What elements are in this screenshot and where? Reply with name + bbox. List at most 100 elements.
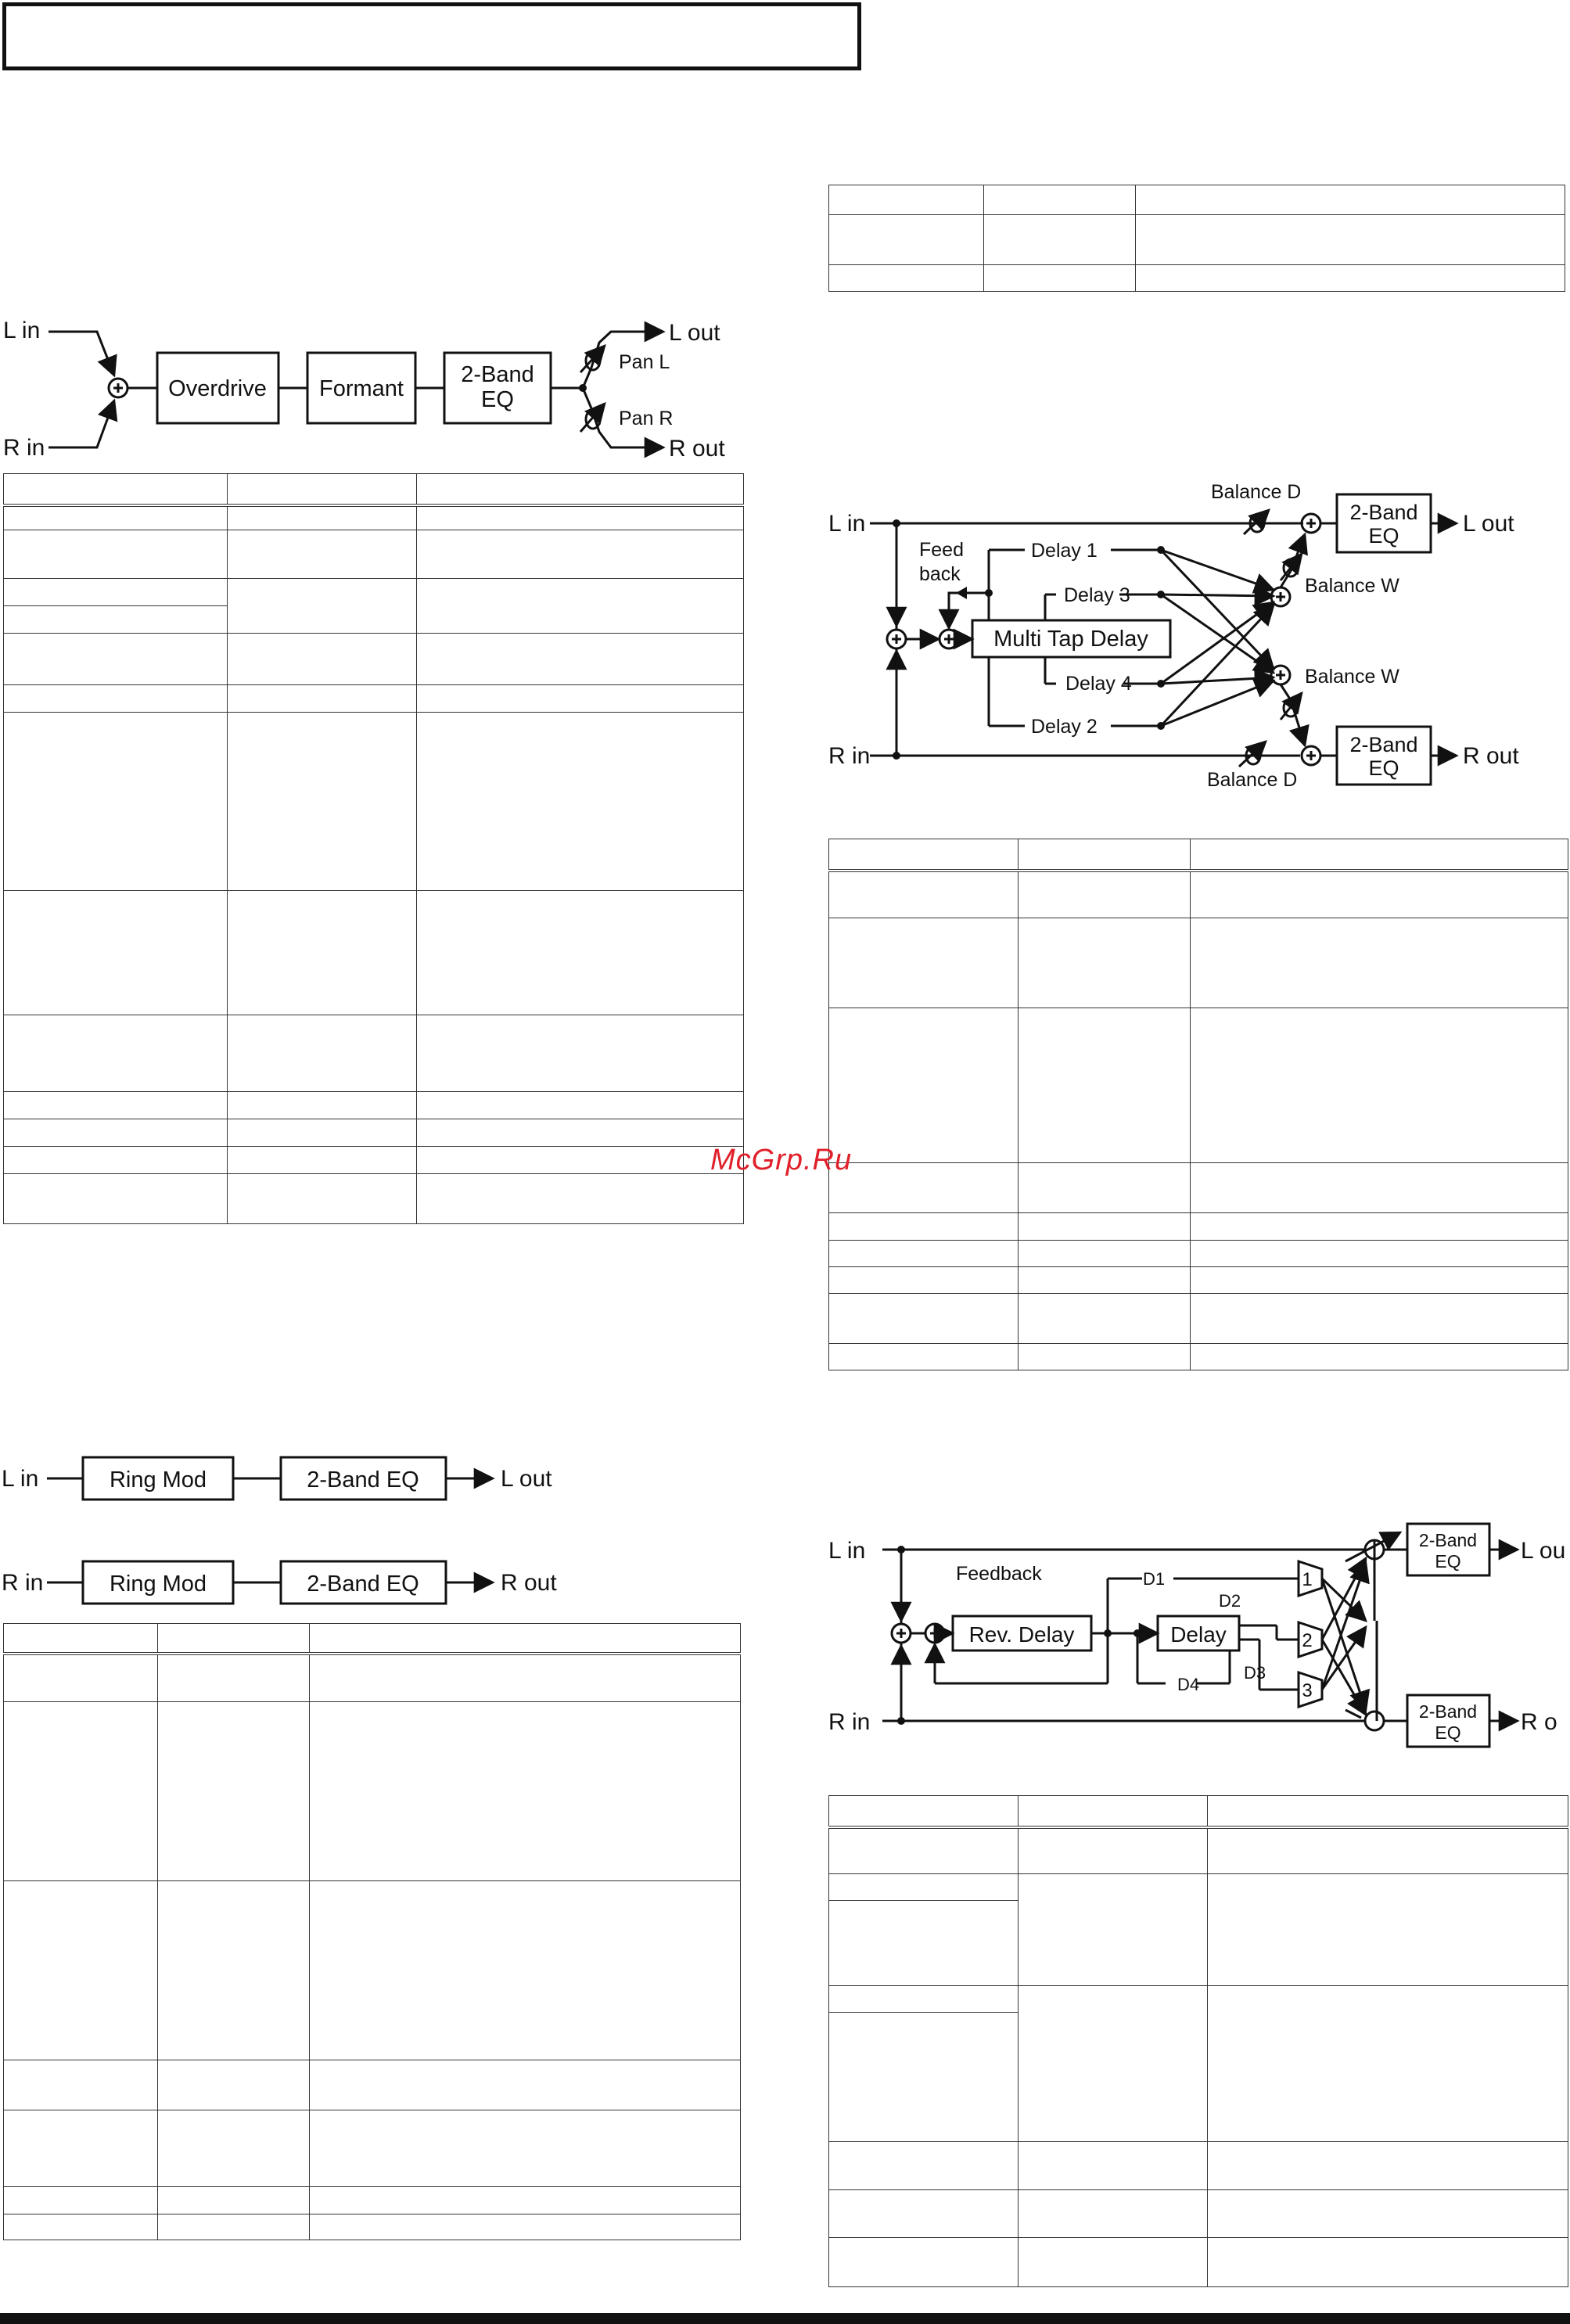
table-row xyxy=(828,214,1565,265)
diagram2-r-in-label: R in xyxy=(2,1570,43,1596)
parameter-table-top-right xyxy=(828,185,1565,292)
diagram4-feedback-label: Feedback xyxy=(956,1563,1042,1585)
diagram4-delay-block: Delay xyxy=(1170,1622,1227,1647)
diagram3-back-label: back xyxy=(919,563,961,585)
diagram1-l-out-label: L out xyxy=(669,320,720,346)
diagram4-eq-bottom-2: EQ xyxy=(1435,1722,1460,1743)
diagram1-r-in-label: R in xyxy=(3,435,45,461)
table-row xyxy=(828,1827,1568,1874)
table-row xyxy=(828,1873,1568,1986)
table-header-row xyxy=(828,839,1568,872)
table-row xyxy=(3,633,744,685)
diagram2-l-in-label: L in xyxy=(2,1466,38,1492)
diagram-overdrive-formant: L in R in Overdrive Formant 2-Band EQ Pa… xyxy=(3,318,725,462)
table-row xyxy=(3,1015,744,1092)
table-row xyxy=(3,1173,744,1224)
table-row xyxy=(828,918,1568,1008)
table-row xyxy=(3,505,744,530)
table-row xyxy=(828,1240,1568,1267)
section-header-box xyxy=(2,2,861,70)
table-row xyxy=(3,530,744,579)
table-row xyxy=(3,2110,741,2187)
table-header-row xyxy=(3,473,744,507)
diagram3-r-in-label: R in xyxy=(828,743,870,769)
table-row xyxy=(828,2012,1568,2142)
diagram2-l-out-label: L out xyxy=(501,1466,552,1492)
diagram3-delay3-label: Delay 3 xyxy=(1064,584,1130,606)
diagram4-r-out-label: R o xyxy=(1521,1709,1557,1735)
diagram4-tap1-label: 1 xyxy=(1302,1569,1312,1590)
table-header-row xyxy=(828,1795,1568,1829)
table-row xyxy=(828,1293,1568,1344)
table-header-row xyxy=(3,1623,741,1655)
diagram1-formant-block: Formant xyxy=(319,376,404,401)
diagram3-feed-label: Feed xyxy=(919,539,964,561)
table-row xyxy=(3,1653,741,1702)
table-row xyxy=(828,1343,1568,1370)
table-row xyxy=(828,1985,1568,2142)
parameter-table-2 xyxy=(3,1623,741,2240)
diagram1-overdrive-block: Overdrive xyxy=(168,376,267,401)
table-row xyxy=(3,1146,744,1174)
table-row xyxy=(3,2214,741,2240)
diagram2-eq-r: 2-Band EQ xyxy=(307,1571,419,1597)
diagram4-tap2-label: 2 xyxy=(1302,1630,1312,1651)
diagram3-r-out-label: R out xyxy=(1463,743,1519,769)
diagram-ring-mod: L in R in Ring Mod 2-Band EQ Ring Mod 2-… xyxy=(2,1456,557,1605)
diagram2-ring-mod-r: Ring Mod xyxy=(110,1571,207,1597)
table-row xyxy=(3,890,744,1015)
diagram3-eq-bottom-1: 2-Band xyxy=(1349,733,1417,756)
diagram4-l-in-label: L in xyxy=(828,1538,865,1564)
diagram3-multi-tap-block: Multi Tap Delay xyxy=(993,627,1148,652)
diagram1-pan-r-label: Pan R xyxy=(619,408,673,429)
table-row xyxy=(828,264,1565,292)
diagram1-l-in-label: L in xyxy=(3,318,40,343)
parameter-table-3 xyxy=(828,839,1568,1370)
diagram3-l-out-label: L out xyxy=(1463,511,1514,537)
diagram4-eq-top-2: EQ xyxy=(1435,1551,1460,1571)
diagram3-balance-d-top: Balance D xyxy=(1211,481,1301,503)
diagram3-l-in-label: L in xyxy=(828,511,865,537)
diagram4-d4-label: D4 xyxy=(1177,1675,1199,1694)
diagram-reverse-delay: L in R in Feedback Rev. Delay Delay D1 D… xyxy=(828,1522,1565,1748)
table-row xyxy=(828,2189,1568,2238)
diagram3-balance-d-bottom: Balance D xyxy=(1207,769,1297,791)
parameter-table-4 xyxy=(828,1795,1568,2287)
diagram3-delay2-label: Delay 2 xyxy=(1031,716,1098,738)
diagram4-tap3-label: 3 xyxy=(1302,1680,1312,1701)
diagram3-eq-top-2: EQ xyxy=(1368,524,1399,548)
diagram2-ring-mod-l: Ring Mod xyxy=(110,1467,207,1492)
table-row xyxy=(828,1266,1568,1294)
table-row xyxy=(3,712,744,891)
table-row xyxy=(828,2141,1568,2190)
table-row xyxy=(3,2186,741,2214)
table-row xyxy=(828,2237,1568,2287)
diagram1-eq-label-1: 2-Band xyxy=(461,362,534,387)
table-row xyxy=(828,870,1568,918)
table-row xyxy=(3,1119,744,1147)
table-row xyxy=(3,1701,741,1881)
table-row xyxy=(3,2060,741,2110)
diagram4-d1-label: D1 xyxy=(1143,1569,1165,1589)
diagram4-l-out-label: L ou xyxy=(1521,1538,1565,1564)
parameter-table-1 xyxy=(3,473,744,1224)
table-row xyxy=(3,1091,744,1119)
table-row xyxy=(3,1880,741,2060)
diagram1-r-out-label: R out xyxy=(669,436,725,462)
table-row xyxy=(3,578,744,634)
diagram3-eq-bottom-2: EQ xyxy=(1368,756,1399,780)
diagram2-r-out-label: R out xyxy=(501,1570,557,1596)
table-header-row xyxy=(828,185,1565,215)
diagram3-delay1-label: Delay 1 xyxy=(1031,540,1098,562)
diagram3-eq-top-1: 2-Band xyxy=(1349,501,1417,524)
diagram4-eq-top-1: 2-Band xyxy=(1419,1530,1477,1550)
diagram3-balance-w-top: Balance W xyxy=(1305,575,1399,597)
diagram4-d3-label: D3 xyxy=(1244,1663,1266,1683)
diagram-multi-tap-delay: L in R in Feed back Delay 1 Delay 3 Dela… xyxy=(828,481,1519,791)
page-bottom-bar xyxy=(0,2313,1570,2324)
diagram1-eq-label-2: EQ xyxy=(481,387,514,412)
diagram3-delay4-label: Delay 4 xyxy=(1065,673,1132,695)
diagram4-rev-delay-block: Rev. Delay xyxy=(969,1622,1075,1647)
table-row xyxy=(828,1162,1568,1213)
table-row xyxy=(828,1900,1568,1986)
